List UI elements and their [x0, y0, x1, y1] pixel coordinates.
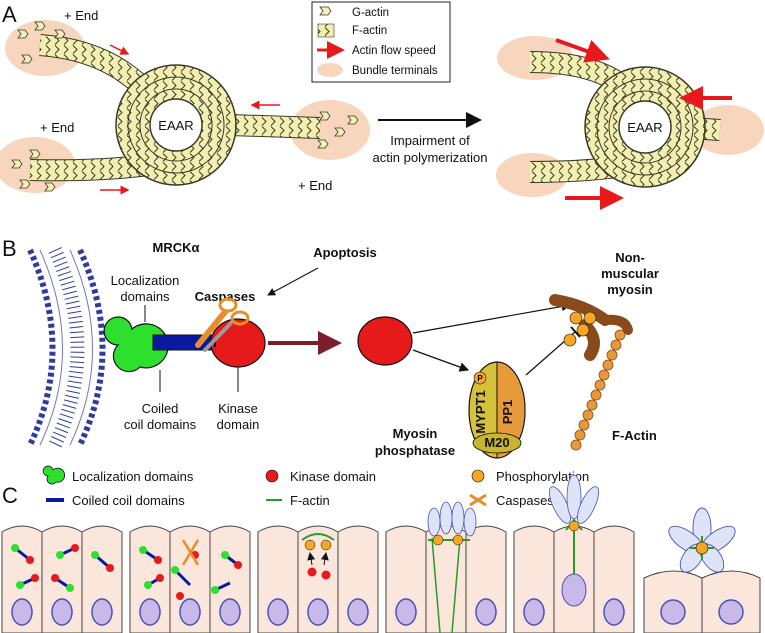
nonmuscular-label-1: Non- [615, 250, 645, 265]
apoptosis-arrow [267, 267, 319, 296]
ring-label-right: EAAR [627, 120, 662, 135]
flow-arrow [109, 44, 130, 55]
factin-label: F-Actin [612, 428, 657, 443]
phospho-badge [569, 311, 583, 325]
kinase-label-2: domain [217, 417, 260, 432]
phospho-badge [583, 311, 597, 325]
flow-arrow-strong [555, 38, 610, 63]
terminal-icon [317, 63, 343, 77]
apoptosis-label: Apoptosis [313, 245, 377, 260]
cell-stage-5 [513, 474, 635, 633]
cell-stage-1 [1, 525, 123, 633]
ring-label-left: EAAR [158, 118, 193, 133]
legend-localization: Localization domains [72, 469, 194, 484]
localization-domain [103, 316, 169, 373]
kinase-legend-icon [265, 469, 279, 483]
panel-a-legend: G-actin F-actin Actin flow speed Bundle … [311, 1, 451, 83]
localization-label-1: Localization [111, 273, 180, 288]
kinase-domain-free [357, 316, 413, 366]
transition-caption-1: Impairment of [390, 133, 470, 148]
lipid-membrane [27, 247, 106, 448]
cell-stage-4 [385, 501, 507, 633]
legend-factin: F-actin [290, 493, 330, 508]
localization-legend-icon [42, 465, 66, 485]
panel-a-letter: A [2, 2, 17, 27]
phospho-p: P [477, 374, 483, 383]
plus-end-label-3: + End [298, 178, 332, 193]
legend-terminals: Bundle terminals [352, 65, 438, 77]
pp1-label: PP1 [500, 400, 515, 425]
mrck-title: MRCKα [153, 240, 200, 255]
kinase-to-phosphatase-arrow [412, 349, 470, 372]
phospho-badge [563, 333, 577, 347]
kinase-to-myosin-arrow [412, 301, 572, 334]
panel-b-letter: B [2, 236, 17, 261]
myosin-phosphatase: MYPT1 PP1 M20 P [468, 361, 526, 459]
phospho-badge [576, 323, 590, 337]
kinase-domain [210, 318, 266, 368]
transition-caption-2: actin polymerization [373, 150, 488, 165]
actin-ring-before: EAAR + End + End + End [0, 8, 370, 195]
myosin-actin [549, 294, 633, 451]
legend-f-actin: F-actin [352, 25, 387, 37]
nonmuscular-label-3: myosin [607, 282, 653, 297]
phosphatase-label-2: phosphatase [375, 443, 455, 458]
cell-stage-6 [643, 507, 761, 633]
nonmuscular-label-2: muscular [601, 266, 659, 281]
phospho-badge [473, 371, 487, 385]
legend-caspases: Caspases [496, 493, 554, 508]
phosphatase-inhibit-bar [570, 326, 581, 338]
mypt1-label: MYPT1 [473, 390, 488, 433]
panel-c-letter: C [2, 483, 18, 508]
panel-c-legend: Localization domains Coiled coil domains… [42, 465, 589, 508]
legend-coiled: Coiled coil domains [72, 493, 185, 508]
plus-end-label-2: + End [40, 120, 74, 135]
phospho-legend-icon [471, 469, 485, 483]
cell-stage-2 [129, 525, 251, 633]
f-actin-icon [317, 23, 335, 38]
legend-flow: Actin flow speed [352, 45, 436, 57]
scissors-icon [195, 297, 250, 352]
kinase-label-1: Kinase [218, 401, 258, 416]
legend-g-actin: G-actin [352, 7, 389, 19]
g-actin-icon [319, 6, 332, 16]
actin-ring-after: EAAR [496, 36, 764, 210]
cell-stage-3 [257, 525, 379, 633]
legend-phosphorylation: Phosphorylation [496, 469, 589, 484]
legend-kinase: Kinase domain [290, 469, 376, 484]
coiled-label-1: Coiled [142, 401, 179, 416]
f-actin-chain [570, 329, 626, 451]
coiled-label-2: coil domains [124, 417, 197, 432]
m20-label: M20 [484, 435, 509, 450]
localization-label-2: domains [120, 289, 170, 304]
scissors-legend-icon [469, 493, 487, 507]
plus-end-label-1: + End [64, 8, 98, 23]
phosphatase-label-1: Myosin [393, 426, 438, 441]
caspases-label: Caspases [195, 289, 256, 304]
